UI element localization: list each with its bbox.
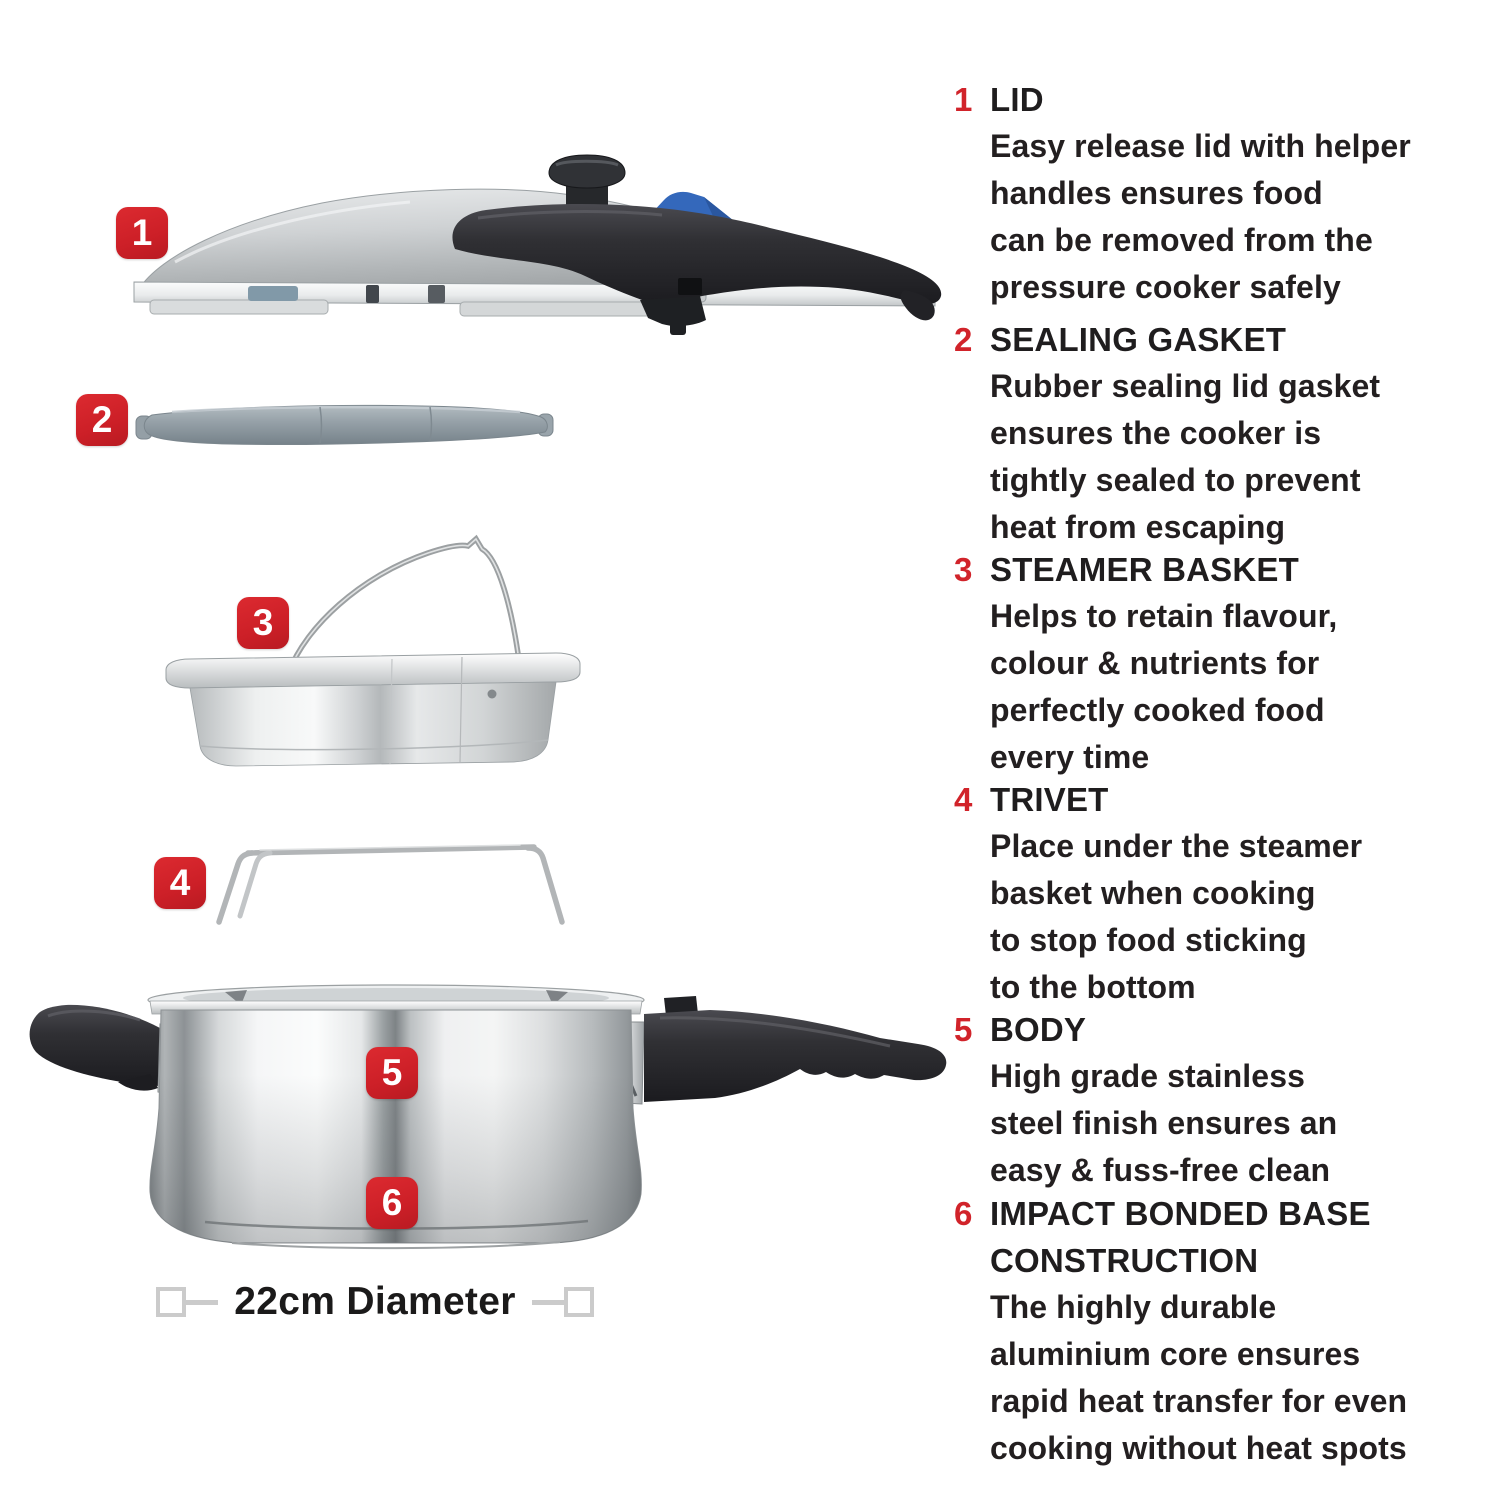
feature-number: 6	[954, 1195, 973, 1232]
measure-endpoint-right	[564, 1287, 594, 1317]
feature-number: 1	[954, 81, 973, 118]
feature-trivet: 4 TRIVET Place under the steamer basket …	[952, 776, 1467, 1011]
feature-description: Place under the steamer basket when cook…	[990, 828, 1363, 1005]
badge-body: 5	[366, 1047, 418, 1099]
feature-number: 4	[954, 781, 973, 818]
feature-title: BODY	[990, 1011, 1087, 1048]
diameter-measurement: 22cm Diameter	[156, 1280, 594, 1323]
trivet-illustration	[216, 844, 565, 925]
badge-trivet: 4	[154, 857, 206, 909]
sealing-gasket-illustration	[135, 404, 554, 445]
feature-title: LID	[990, 81, 1044, 118]
feature-title: STEAMER BASKET	[990, 551, 1299, 588]
feature-number: 3	[954, 551, 973, 588]
feature-title: IMPACT BONDED BASE CONSTRUCTION	[990, 1195, 1371, 1279]
diameter-label: 22cm Diameter	[234, 1280, 516, 1323]
measure-endpoint-left	[156, 1287, 186, 1317]
feature-description: Helps to retain flavour, colour & nutrie…	[990, 598, 1338, 775]
measure-line-right	[531, 1299, 564, 1305]
badge-steamer-basket: 3	[237, 597, 289, 649]
feature-title: SEALING GASKET	[990, 321, 1287, 358]
feature-sealing-gasket: 2 SEALING GASKET Rubber sealing lid gask…	[952, 316, 1467, 551]
feature-lid: 1 LID Easy release lid with helper handl…	[952, 76, 1467, 311]
feature-description: High grade stainless steel finish ensure…	[990, 1058, 1338, 1188]
badge-lid: 1	[116, 207, 168, 259]
lid-illustration	[133, 154, 942, 335]
feature-number: 2	[954, 321, 973, 358]
measure-line-left	[186, 1299, 219, 1305]
feature-description: The highly durable aluminium core ensure…	[990, 1289, 1408, 1466]
badge-base: 6	[366, 1177, 418, 1229]
pot-body-illustration	[29, 984, 947, 1250]
feature-body: 5 BODY High grade stainless steel finish…	[952, 1006, 1467, 1194]
feature-impact-bonded-base: 6 IMPACT BONDED BASE CONSTRUCTION The hi…	[952, 1190, 1467, 1472]
feature-description: Rubber sealing lid gasket ensures the co…	[990, 368, 1381, 545]
feature-description: Easy release lid with helper handles ens…	[990, 128, 1411, 305]
steamer-basket-illustration	[165, 534, 581, 767]
feature-title: TRIVET	[990, 781, 1109, 818]
feature-steamer-basket: 3 STEAMER BASKET Helps to retain flavour…	[952, 546, 1467, 781]
feature-number: 5	[954, 1011, 973, 1048]
badge-sealing-gasket: 2	[76, 394, 128, 446]
